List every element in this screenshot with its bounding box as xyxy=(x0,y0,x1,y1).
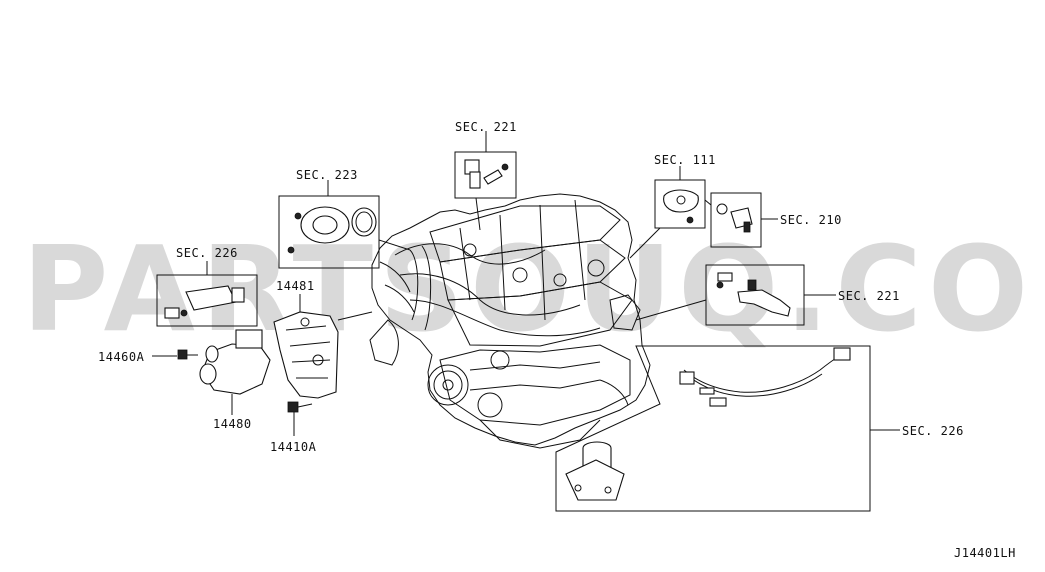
bracket-hole xyxy=(300,317,310,327)
bolt-icon xyxy=(709,397,727,407)
label-sec223: SEC. 223 xyxy=(296,168,358,182)
sensor-wire xyxy=(683,353,843,393)
bracket-ribs xyxy=(285,325,331,379)
sensor-plug xyxy=(717,272,733,282)
sec226-right-group xyxy=(555,345,900,512)
callout-box xyxy=(555,345,871,512)
label-14460A: 14460A xyxy=(98,350,145,364)
cam-position-sensor-group xyxy=(454,131,517,231)
valve-port xyxy=(205,345,219,363)
sensor-harness xyxy=(737,289,791,317)
base-hole xyxy=(574,484,582,492)
bracket-hole xyxy=(312,354,324,366)
callout-box xyxy=(454,151,517,199)
callout-box xyxy=(278,195,380,269)
bolt-icon xyxy=(294,212,302,220)
leader-line xyxy=(629,227,661,259)
label-14481: 14481 xyxy=(276,279,315,293)
vacuum-pump-hub xyxy=(312,215,338,235)
sec226-left-group xyxy=(156,261,258,327)
label-14480: 14480 xyxy=(213,417,252,431)
bolt-shank xyxy=(297,403,313,408)
sensor-head xyxy=(747,279,757,291)
bolt-14460A xyxy=(152,349,198,360)
sensor-shaft xyxy=(469,171,481,189)
o-ring-inner xyxy=(355,211,373,233)
sec111-group xyxy=(629,166,706,259)
label-sec226-right: SEC. 226 xyxy=(902,424,964,438)
label-sec221-top: SEC. 221 xyxy=(455,120,517,134)
leader-line xyxy=(337,311,373,321)
bolt-icon xyxy=(699,387,715,395)
bolt-14410A xyxy=(287,401,313,436)
label-sec221-right: SEC. 221 xyxy=(838,289,900,303)
sensor-wire xyxy=(687,373,823,397)
leader-line xyxy=(475,197,481,231)
diagram-code: J14401LH xyxy=(954,546,1016,560)
label-sec226-left: SEC. 226 xyxy=(176,246,238,260)
sensor-connector xyxy=(483,169,503,185)
o-ring xyxy=(716,203,728,215)
bolt-icon xyxy=(287,246,295,254)
sensor-connector xyxy=(231,287,245,303)
sec210-group xyxy=(704,192,778,248)
vacuum-pump-group xyxy=(278,180,411,269)
base-hole xyxy=(604,486,612,494)
gasket-plate xyxy=(663,189,699,213)
valve-14480 xyxy=(199,329,271,415)
leader-line xyxy=(635,299,707,321)
bolt-head-icon xyxy=(177,349,188,360)
bolt-icon xyxy=(180,309,188,317)
label-sec210: SEC. 210 xyxy=(780,213,842,227)
label-sec111: SEC. 111 xyxy=(654,153,716,167)
sensor-plug xyxy=(164,307,180,319)
gasket-hole xyxy=(676,195,686,205)
callout-box xyxy=(710,192,762,248)
engine-assembly xyxy=(369,193,651,449)
leader-line xyxy=(378,239,411,251)
valve-port xyxy=(199,363,217,385)
bolt-icon xyxy=(501,163,509,171)
sensor-base xyxy=(565,459,625,501)
bracket-14481 xyxy=(273,294,373,399)
bolt-icon xyxy=(716,281,724,289)
sensor-tip xyxy=(743,221,751,233)
leader-line xyxy=(704,199,712,206)
bolt-head-icon xyxy=(287,401,299,413)
sensor-tip xyxy=(679,371,695,385)
label-14410A: 14410A xyxy=(270,440,317,454)
bracket-plate xyxy=(273,311,339,399)
sensor-connector xyxy=(833,347,851,361)
crank-sensor-group xyxy=(635,264,836,326)
valve-connector xyxy=(235,329,263,349)
bolt-icon xyxy=(686,216,694,224)
